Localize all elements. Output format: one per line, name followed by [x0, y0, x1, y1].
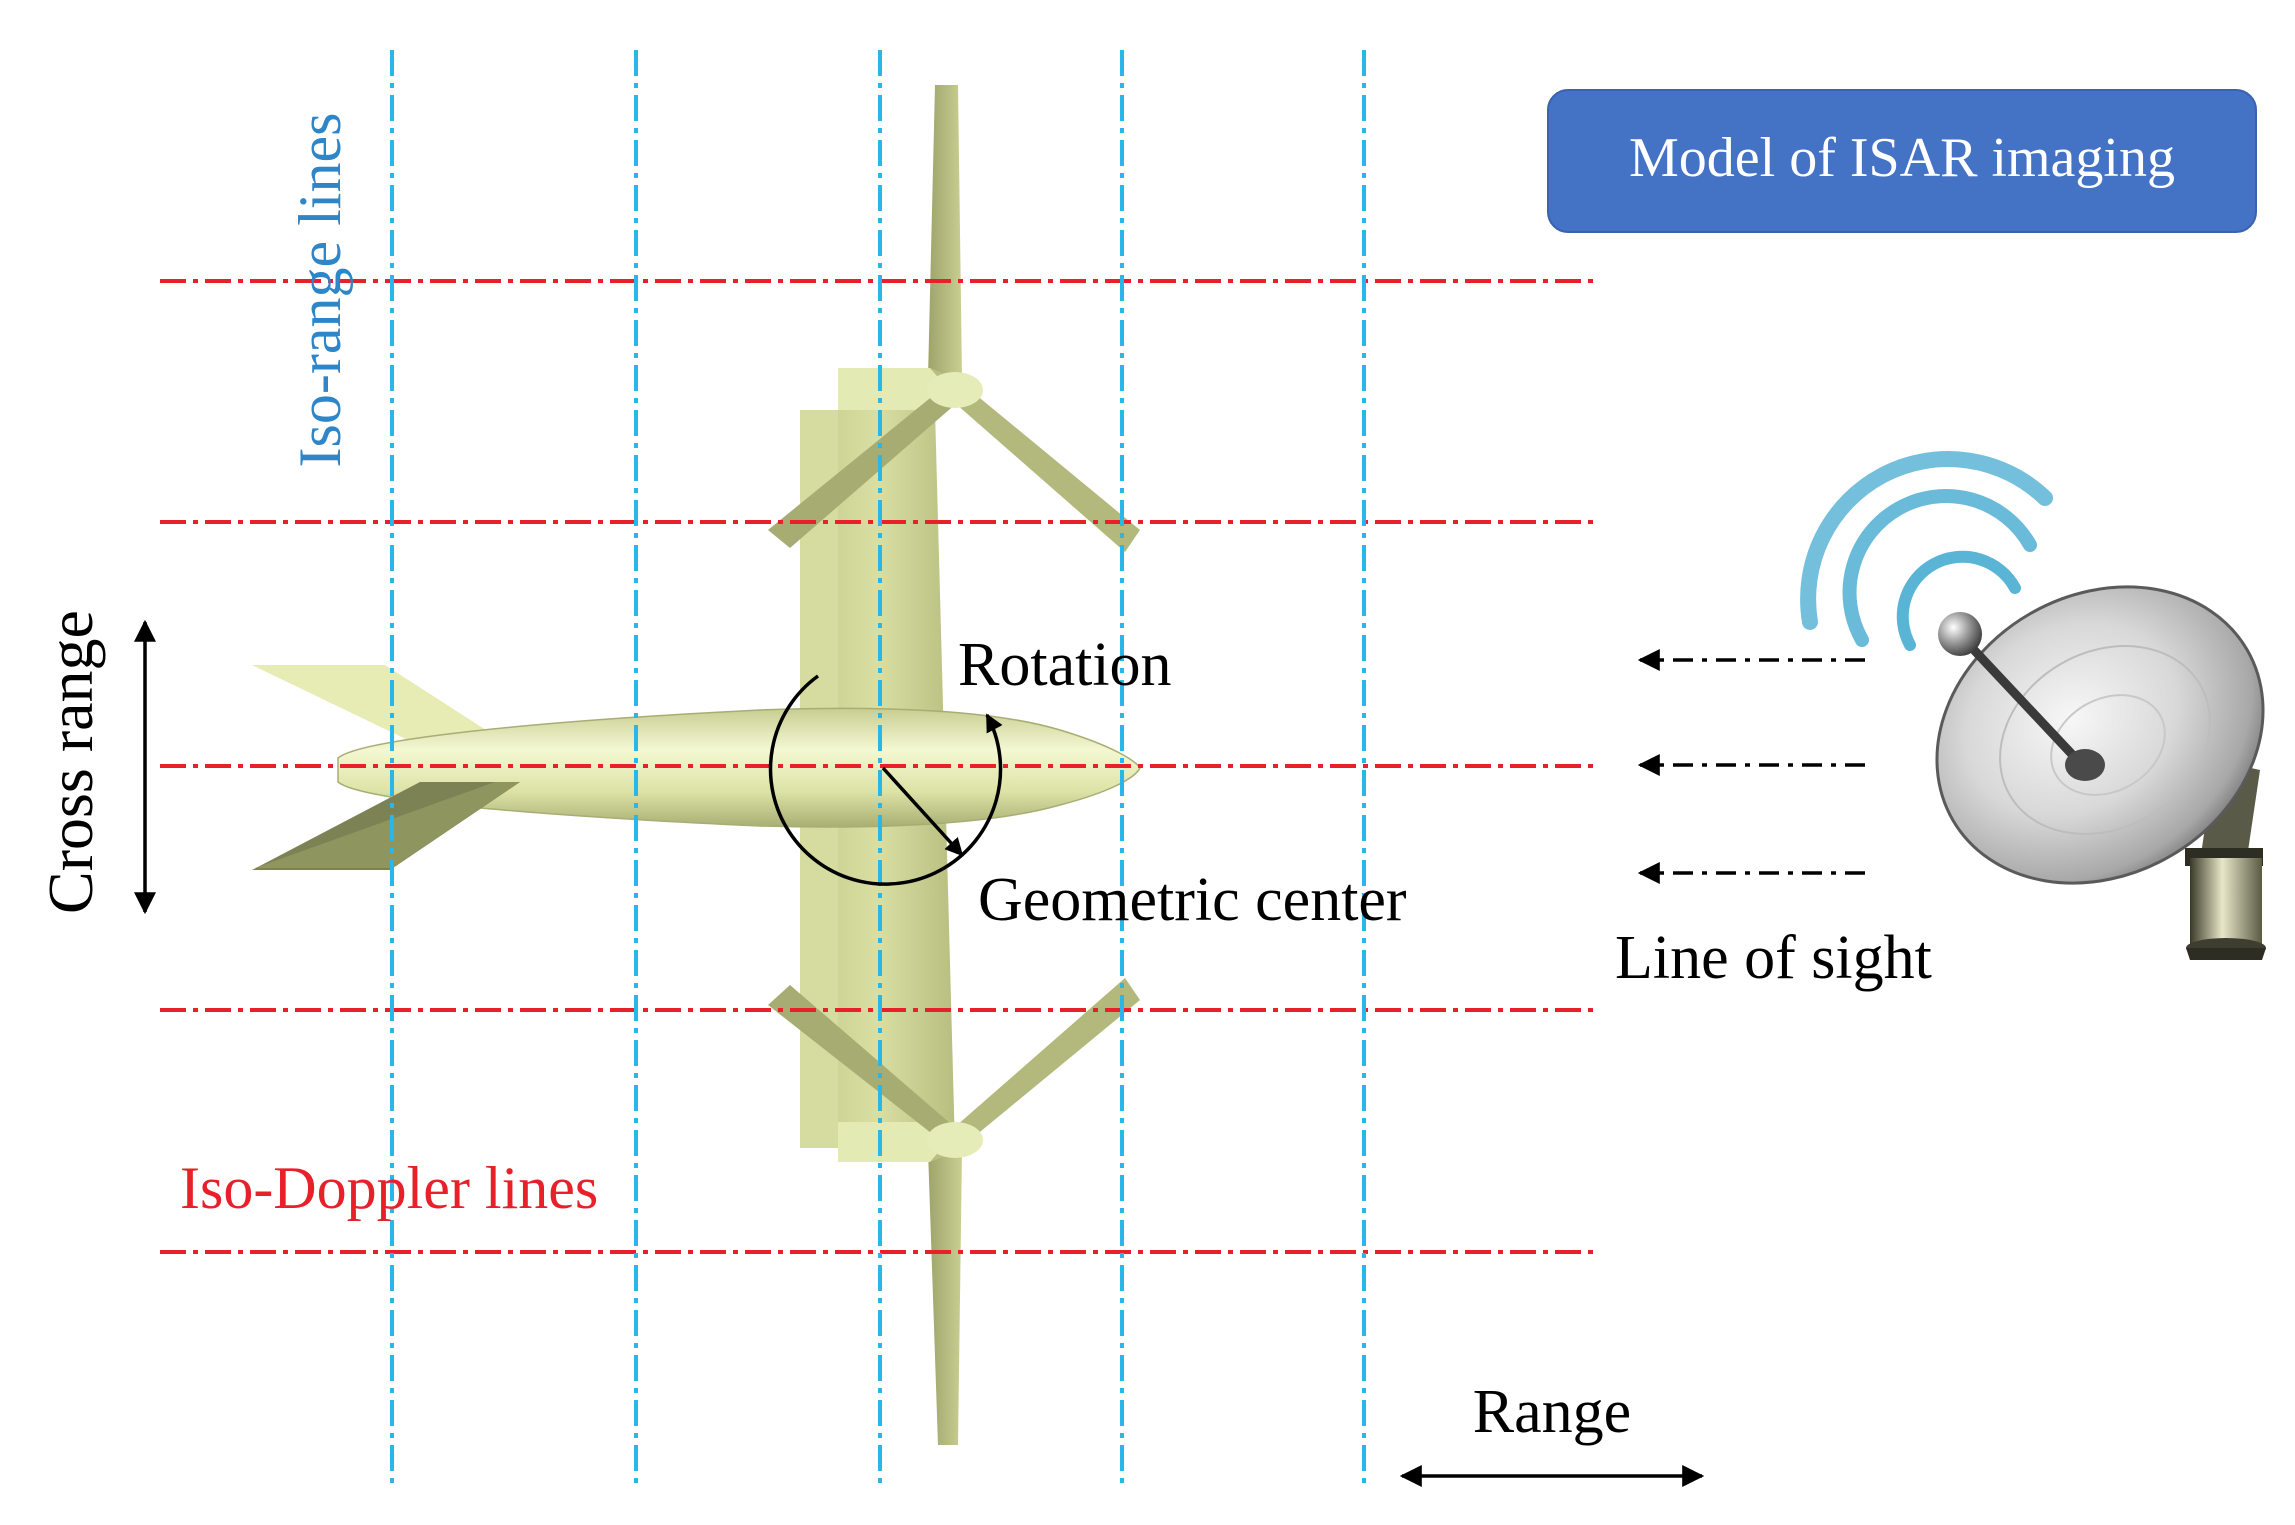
title-badge-text: Model of ISAR imaging: [1629, 127, 2175, 189]
rotation-label: Rotation: [958, 631, 1172, 699]
title-badge: Model of ISAR imaging: [1547, 89, 2257, 233]
radar-dish-icon: [1800, 451, 2266, 960]
cross-range-label: Cross range: [35, 610, 106, 914]
iso-doppler-label: Iso-Doppler lines: [180, 1155, 598, 1221]
geometric-center-label: Geometric center: [978, 866, 1407, 934]
iso-range-lines: [390, 50, 1366, 1490]
iso-range-label: Iso-range lines: [287, 113, 353, 468]
line-of-sight-arrows: [1637, 649, 1865, 884]
signal-waves-icon: [1800, 451, 2053, 651]
tilt-rotor-aircraft-icon: [252, 85, 1141, 1445]
rotation-indicator: [768, 674, 1003, 886]
range-label: Range: [1473, 1378, 1631, 1446]
line-of-sight-label: Line of sight: [1615, 924, 1932, 992]
